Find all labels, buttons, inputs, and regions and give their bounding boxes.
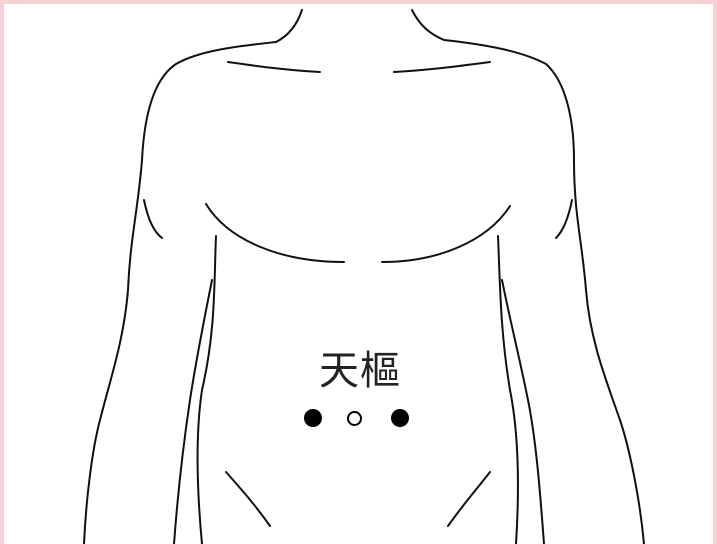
right-pectoral-line: [382, 206, 510, 262]
left-torso-side: [198, 236, 217, 544]
neck-left-line: [276, 10, 302, 42]
right-pelvic-line: [448, 472, 490, 526]
left-pelvic-line: [226, 472, 270, 526]
left-armpit-line: [144, 200, 162, 238]
right-torso-side: [498, 236, 518, 544]
right-shoulder-arm-outline: [444, 40, 644, 544]
neck-right-line: [412, 10, 444, 40]
right-inner-arm-line: [502, 280, 544, 544]
navel-marker: [347, 411, 362, 426]
left-collarbone: [228, 62, 320, 72]
acupoint-dot-right: [391, 409, 409, 427]
right-collarbone: [394, 62, 490, 72]
left-pectoral-line: [206, 204, 344, 262]
acupoint-label: 天樞: [300, 338, 420, 396]
right-armpit-line: [556, 200, 572, 238]
left-inner-arm-line: [174, 280, 212, 544]
acupoint-dot-left: [304, 409, 322, 427]
